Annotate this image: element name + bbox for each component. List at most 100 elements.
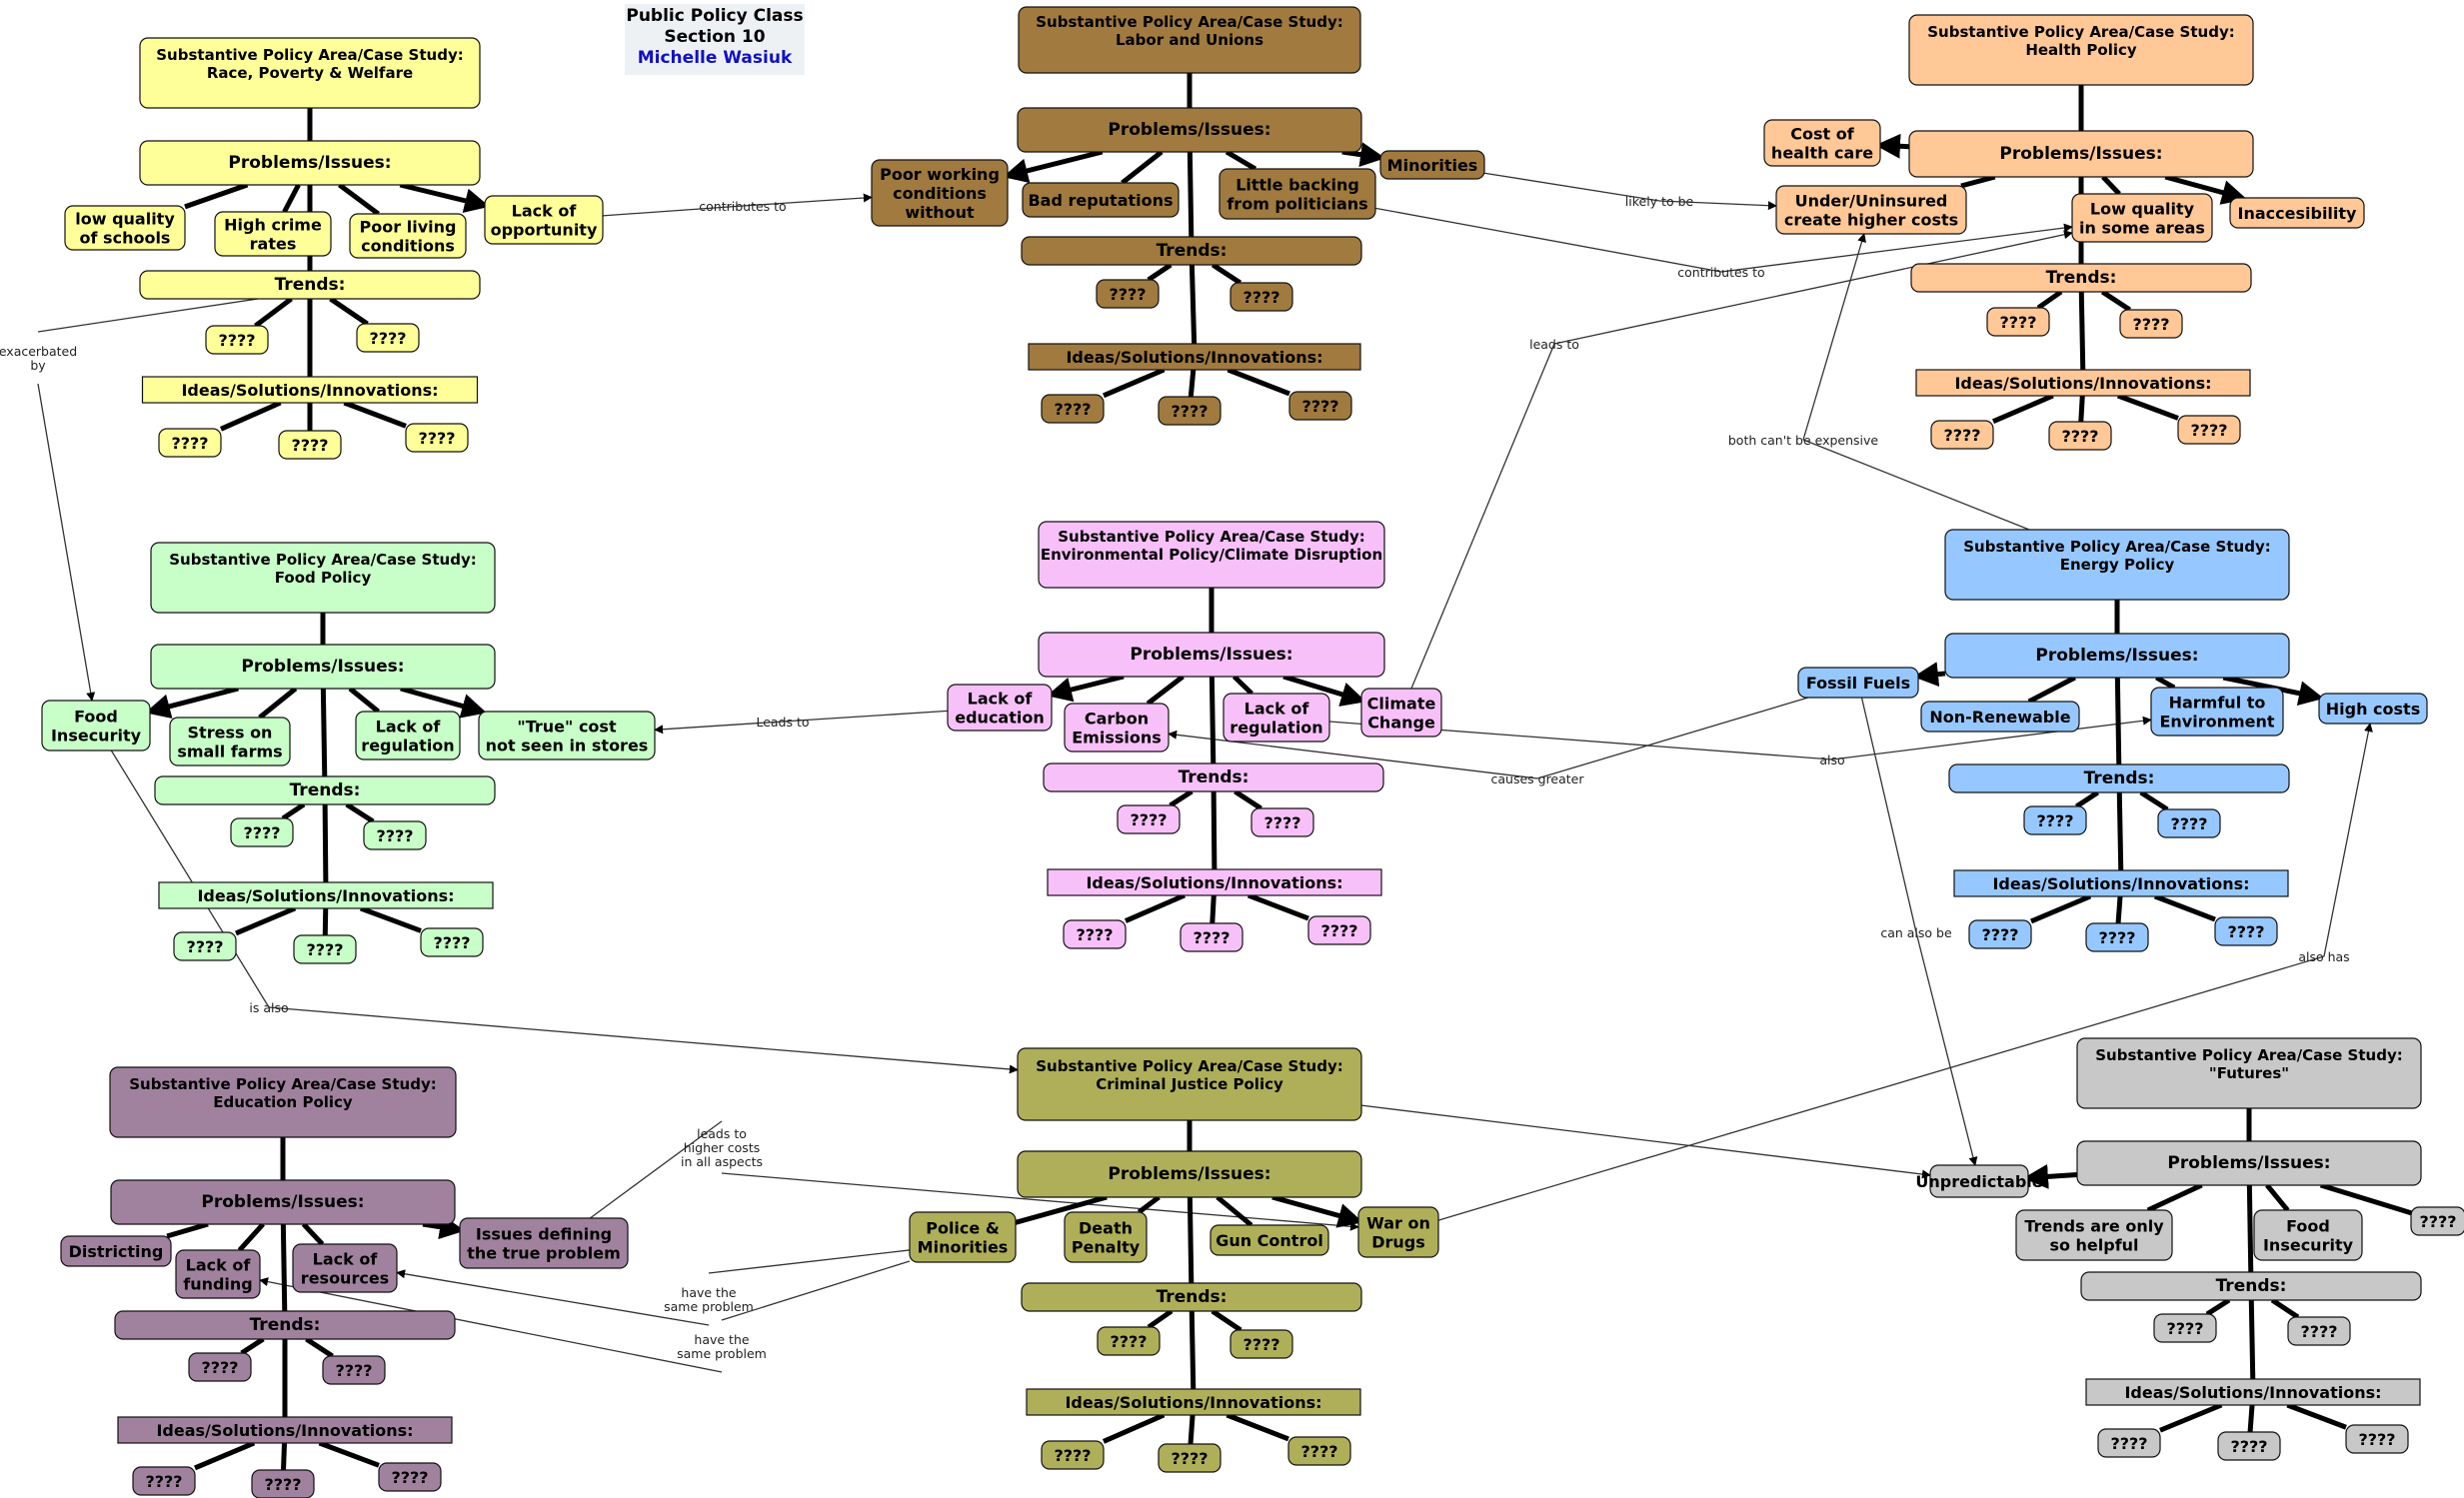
futures-trends[interactable]: Trends: [2080, 1271, 2422, 1301]
health-ph1[interactable]: ???? [2119, 309, 2183, 339]
fut-unpredictable[interactable]: Unpredictable [1915, 1164, 2043, 1198]
environment-ph2[interactable]: ???? [1063, 919, 1127, 949]
education-title[interactable]: Substantive Policy Area/Case Study:Educa… [109, 1066, 457, 1138]
education-problems[interactable]: Problems/Issues: [110, 1179, 456, 1225]
labor-problems[interactable]: Problems/Issues: [1017, 107, 1362, 153]
food-ph4[interactable]: ???? [420, 927, 484, 957]
criminal-trends[interactable]: Trends: [1021, 1282, 1362, 1312]
food-trends[interactable]: Trends: [154, 775, 496, 805]
food-ideas[interactable]: Ideas/Solutions/Innovations: [158, 881, 494, 909]
criminal-ph3[interactable]: ???? [1158, 1443, 1222, 1473]
health-ideas[interactable]: Ideas/Solutions/Innovations: [1915, 369, 2251, 397]
food-ph0[interactable]: ???? [230, 817, 294, 847]
futures-ph2[interactable]: ???? [2097, 1428, 2161, 1458]
race-trends[interactable]: Trends: [139, 270, 481, 300]
race-problems[interactable]: Problems/Issues: [139, 140, 481, 186]
environment-ph3[interactable]: ???? [1180, 922, 1243, 952]
energy-ph1[interactable]: ???? [2157, 808, 2221, 838]
environment-ph1[interactable]: ???? [1250, 807, 1314, 837]
labor-ph0[interactable]: ???? [1096, 279, 1160, 309]
race-ph0[interactable]: ???? [205, 325, 269, 355]
health-ph3[interactable]: ???? [2048, 421, 2112, 451]
race-ph2[interactable]: ???? [158, 428, 222, 458]
futures-ph1[interactable]: ???? [2287, 1316, 2351, 1346]
race-ph1[interactable]: ???? [356, 323, 420, 353]
food-ph1[interactable]: ???? [363, 820, 427, 850]
energy-ph0[interactable]: ???? [2023, 805, 2087, 835]
health-problems[interactable]: Problems/Issues: [1908, 130, 2254, 178]
food-title[interactable]: Substantive Policy Area/Case Study:Food … [150, 542, 496, 614]
labor-ideas[interactable]: Ideas/Solutions/Innovations: [1028, 343, 1361, 371]
health-access[interactable]: Inaccesibility [2229, 197, 2365, 229]
energy-ph2[interactable]: ???? [1968, 919, 2032, 949]
health-trends[interactable]: Trends: [1910, 263, 2252, 293]
education-ph0[interactable]: ???? [188, 1352, 252, 1382]
education-trends[interactable]: Trends: [114, 1310, 456, 1340]
cj-gun[interactable]: Gun Control [1210, 1224, 1329, 1256]
criminal-ph4[interactable]: ???? [1287, 1436, 1351, 1466]
energy-fossil[interactable]: Fossil Fuels [1797, 667, 1919, 699]
environment-ideas[interactable]: Ideas/Solutions/Innovations: [1047, 868, 1382, 896]
race-ph3[interactable]: ???? [278, 430, 342, 460]
environment-ph4[interactable]: ???? [1307, 915, 1371, 945]
fut-unknown[interactable]: ???? [2410, 1206, 2464, 1236]
energy-costs[interactable]: High costs [2318, 693, 2428, 725]
race-ph4[interactable]: ???? [405, 423, 469, 453]
criminal-ph2[interactable]: ???? [1041, 1440, 1105, 1470]
education-ph1[interactable]: ???? [322, 1355, 386, 1385]
education-ph3[interactable]: ???? [251, 1469, 315, 1498]
energy-ph4[interactable]: ???? [2214, 916, 2278, 946]
criminal-ph1[interactable]: ???? [1230, 1329, 1293, 1359]
labor-ph2[interactable]: ???? [1041, 394, 1105, 424]
criminal-ideas[interactable]: Ideas/Solutions/Innovations: [1026, 1388, 1361, 1416]
cj-police[interactable]: Police &Minorities [909, 1211, 1017, 1263]
futures-problems[interactable]: Problems/Issues: [2076, 1140, 2422, 1186]
labor-ph4[interactable]: ???? [1288, 391, 1352, 421]
health-ph2[interactable]: ???? [1930, 420, 1994, 450]
food-ph3[interactable]: ???? [293, 934, 357, 964]
environment-ph0[interactable]: ???? [1117, 804, 1181, 834]
food-ph2[interactable]: ???? [173, 931, 237, 961]
energy-nonrenew[interactable]: Non-Renewable [1920, 701, 2080, 733]
criminal-ph0[interactable]: ???? [1097, 1326, 1161, 1356]
health-ph4[interactable]: ???? [2177, 415, 2241, 445]
health-title[interactable]: Substantive Policy Area/Case Study:Healt… [1908, 14, 2254, 86]
edu-districting[interactable]: Districting [60, 1235, 172, 1267]
health-ph0[interactable]: ???? [1986, 307, 2050, 337]
labor-ph3[interactable]: ???? [1158, 396, 1222, 426]
futures-ph4[interactable]: ???? [2345, 1424, 2409, 1454]
energy-ph3[interactable]: ???? [2085, 922, 2149, 952]
labor-trends[interactable]: Trends: [1021, 236, 1362, 266]
energy-trends[interactable]: Trends: [1948, 763, 2290, 793]
education-ph4[interactable]: ???? [378, 1462, 442, 1492]
criminal-problems[interactable]: Problems/Issues: [1017, 1150, 1362, 1198]
labor-ph1[interactable]: ???? [1230, 282, 1293, 312]
energy-problems[interactable]: Problems/Issues: [1944, 633, 2290, 679]
race-ideas[interactable]: Ideas/Solutions/Innovations: [141, 376, 479, 404]
environment-problems[interactable]: Problems/Issues: [1038, 632, 1385, 678]
education-ideas[interactable]: Ideas/Solutions/Innovations: [117, 1416, 453, 1444]
environment-title[interactable]: Substantive Policy Area/Case Study:Envir… [1038, 521, 1385, 589]
labor-minorities[interactable]: Minorities [1379, 150, 1485, 180]
